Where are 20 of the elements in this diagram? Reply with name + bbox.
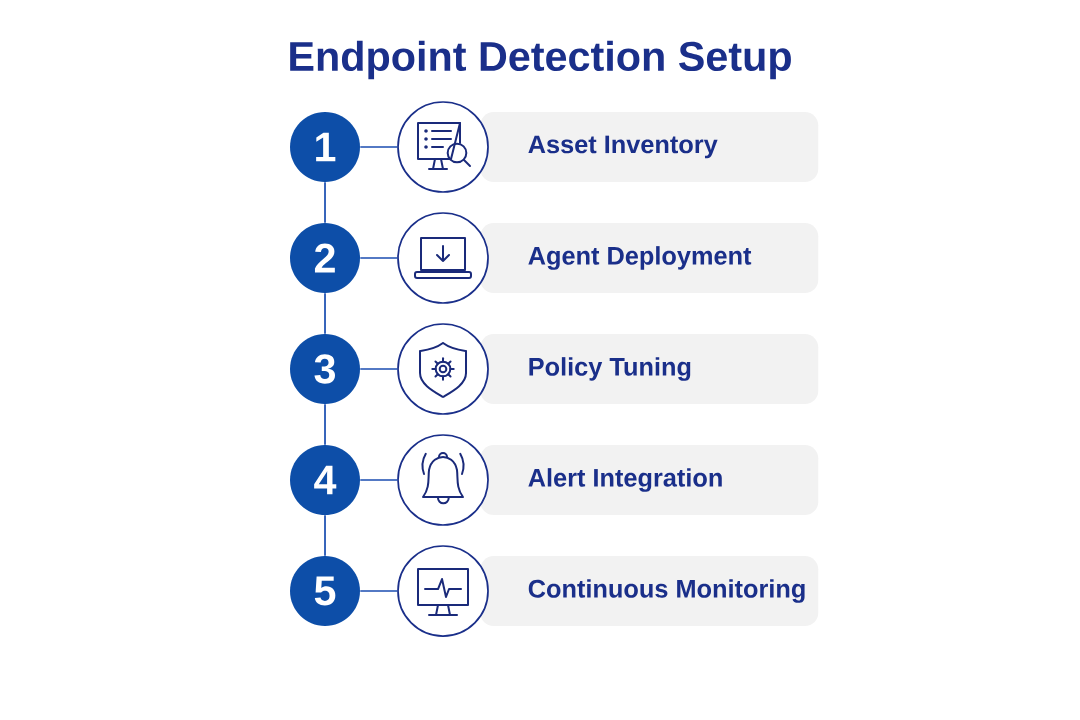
connector-line (324, 181, 326, 224)
connector-line (324, 292, 326, 335)
icon-circle (397, 545, 489, 637)
connector-line (359, 146, 398, 148)
step-bar: Alert Integration (480, 445, 819, 515)
connector-line (324, 403, 326, 446)
icon-circle (397, 212, 489, 304)
connector-line (359, 257, 398, 259)
connector-line (324, 514, 326, 557)
icon-circle (397, 434, 489, 526)
connector-line (359, 479, 398, 481)
step-bar: Policy Tuning (480, 334, 819, 404)
icon-circle (397, 101, 489, 193)
step-bar: Agent Deployment (480, 223, 819, 293)
connector-line (359, 368, 398, 370)
step-bar: Continuous Monitoring (480, 556, 819, 626)
step-bar: Asset Inventory (480, 112, 819, 182)
connector-line (359, 590, 398, 592)
icon-circle (397, 323, 489, 415)
title: Endpoint Detection Setup (290, 40, 791, 80)
